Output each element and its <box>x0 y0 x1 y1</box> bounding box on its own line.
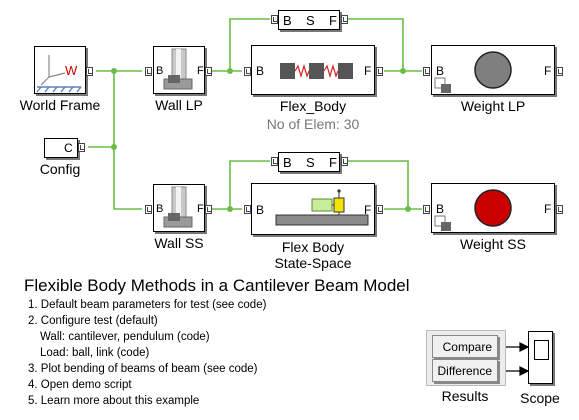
sensor-bottom-port-f: F <box>329 155 337 170</box>
weight-lp-block[interactable]: B F <box>431 45 555 95</box>
flex-body-ss-label-line2: State-Space <box>274 255 352 271</box>
transform-sensor-bottom[interactable]: B S F <box>278 152 340 172</box>
weight-ss-icon <box>434 189 512 231</box>
flexss-in-icon <box>244 205 251 214</box>
weight-lp-port-b: B <box>436 64 445 78</box>
config-block[interactable]: C <box>44 138 78 158</box>
wall-ss-label: Wall SS <box>154 235 204 251</box>
flex-out-icon <box>376 67 383 76</box>
flex-elem-count: No of Elem: 30 <box>266 116 360 132</box>
wall-ss-in-icon <box>145 205 152 214</box>
wall-ss-port-b: B <box>156 203 164 215</box>
world-frame-icon <box>36 55 82 93</box>
step-2-load[interactable]: Load: ball, link (code) <box>40 347 150 359</box>
step-5-link[interactable]: 5. Learn more about this example <box>28 395 200 407</box>
world-frame-label: World Frame <box>19 97 101 113</box>
sensor-top-port-s: S <box>306 13 315 28</box>
config-label: Config <box>39 161 81 177</box>
sensor-bottom-port-b: B <box>283 155 292 170</box>
sensor-bottom-in-icon <box>271 157 278 166</box>
line-wallss-sensor <box>229 160 270 209</box>
config-port: C <box>64 141 73 155</box>
step-4-link[interactable]: 4. Open demo script <box>28 379 132 391</box>
wall-ss-out-icon <box>205 205 212 214</box>
flex-port-f: F <box>364 64 372 78</box>
flexss-port-b: B <box>256 203 265 217</box>
weight-lp-port-f: F <box>544 64 552 78</box>
world-port-icon <box>86 67 93 76</box>
scope-block[interactable] <box>528 331 553 384</box>
sensor-bottom-out-icon <box>341 157 348 166</box>
wall-ss-port-f: F <box>197 203 204 215</box>
state-space-icon <box>275 189 369 226</box>
world-frame-port: W <box>65 63 78 78</box>
sensor-top-port-f: F <box>329 13 337 28</box>
flex-body-ss-label-line1: Flex Body <box>281 239 345 255</box>
weight-ss-port-b: B <box>436 202 445 216</box>
step-1-link[interactable]: 1. Default beam parameters for test (see… <box>28 299 267 311</box>
flex-body-ss-block[interactable]: B F <box>251 183 375 235</box>
step-2-wall[interactable]: Wall: cantilever, pendulum (code) <box>40 331 210 343</box>
scope-label: Scope <box>520 390 560 406</box>
wall-lp-block[interactable]: B F <box>153 46 205 94</box>
world-frame-block[interactable]: W <box>34 46 86 94</box>
wall-lp-in-icon <box>145 67 152 76</box>
compare-button[interactable]: Compare <box>432 335 498 358</box>
line-sensor-weightss <box>348 160 409 209</box>
weight-ss-block[interactable]: B F <box>431 183 555 233</box>
wall-icon <box>163 186 193 228</box>
weight-lp-out-icon <box>556 67 563 76</box>
weight-lp-label: Weight LP <box>460 98 526 114</box>
step-3-link[interactable]: 3. Plot bending of beams of beam (see co… <box>28 363 258 375</box>
weight-ss-port-f: F <box>544 202 552 216</box>
line-sensor-weightlp <box>348 18 404 71</box>
difference-button[interactable]: Difference <box>432 359 498 382</box>
step-2-link[interactable]: 2. Configure test (default) <box>28 315 158 327</box>
flexss-out-icon <box>376 205 383 214</box>
line-world-to-walls <box>96 70 142 210</box>
wall-lp-port-f: F <box>197 65 204 77</box>
weight-lp-in-icon <box>423 67 430 76</box>
weight-lp-icon <box>434 51 512 93</box>
wall-lp-label: Wall LP <box>155 97 203 113</box>
line-walllp-sensor <box>229 18 270 71</box>
transform-sensor-top[interactable]: B S F <box>278 10 340 30</box>
flex-body-label: Flex_Body <box>279 98 347 114</box>
weight-ss-out-icon <box>556 205 563 214</box>
model-title: Flexible Body Methods in a Cantilever Be… <box>24 276 410 295</box>
flex-in-icon <box>244 67 251 76</box>
flex-port-b: B <box>256 64 265 78</box>
weight-ss-in-icon <box>423 205 430 214</box>
weight-ss-label: Weight SS <box>460 236 526 252</box>
flex-beam-icon <box>280 63 353 79</box>
wall-lp-port-b: B <box>156 65 164 77</box>
steps-list: 1. Default beam parameters for test (see… <box>28 297 266 409</box>
wall-icon <box>163 48 193 90</box>
sensor-top-port-b: B <box>283 13 292 28</box>
flex-body-block[interactable]: B F <box>251 45 375 95</box>
wall-ss-block[interactable]: B F <box>153 184 205 232</box>
wall-lp-out-icon <box>205 67 212 76</box>
scope-screen-icon <box>534 340 549 360</box>
config-port-icon <box>78 143 85 152</box>
sensor-bottom-port-s: S <box>306 155 315 170</box>
results-label: Results <box>441 388 489 404</box>
sensor-top-in-icon <box>271 15 278 24</box>
sensor-top-out-icon <box>341 15 348 24</box>
flexss-port-f: F <box>364 203 372 217</box>
